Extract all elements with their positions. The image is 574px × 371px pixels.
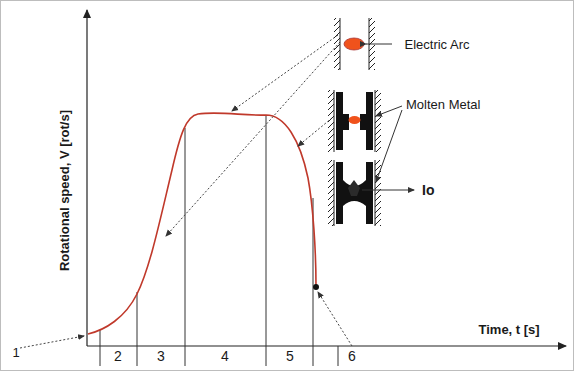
axis-title: Time, t [s] — [479, 323, 540, 336]
phase-number: 4 — [221, 349, 229, 363]
phase-number: 5 — [286, 349, 294, 363]
phase-number: 3 — [157, 349, 165, 363]
callout-label: Molten Metal — [406, 98, 480, 111]
axis-title: Rotational speed, V [rot/s] — [58, 109, 71, 270]
callout-label: Electric Arc — [405, 38, 470, 51]
phase-number: 6 — [348, 349, 356, 363]
phase-number: 2 — [114, 349, 122, 363]
callout-label: Io — [422, 183, 434, 197]
callout-number: 1 — [13, 346, 20, 359]
